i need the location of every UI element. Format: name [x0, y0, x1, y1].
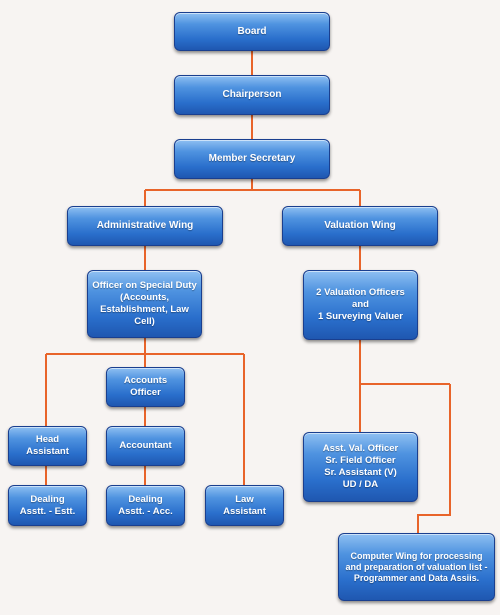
node-valuation-officers: 2 Valuation Officers and 1 Surveying Val…	[303, 270, 418, 340]
node-computer-wing: Computer Wing for processing and prepara…	[338, 533, 495, 601]
node-accounts-officer: Accounts Officer	[106, 367, 185, 407]
node-dealing-estt: Dealing Asstt. - Estt.	[8, 485, 87, 526]
node-member-secretary: Member Secretary	[174, 139, 330, 179]
edge-branch-computer-wing	[417, 384, 451, 533]
node-board: Board	[174, 12, 330, 51]
edge-osd-split	[46, 338, 244, 355]
node-accountant: Accountant	[106, 426, 185, 466]
node-asst-val-officer: Asst. Val. Officer Sr. Field Officer Sr.…	[303, 432, 418, 502]
node-chairperson: Chairperson	[174, 75, 330, 115]
node-valuation-wing: Valuation Wing	[282, 206, 438, 246]
edge-secretary-branch	[145, 179, 360, 191]
node-officer-special-duty: Officer on Special Duty (Accounts, Estab…	[87, 270, 202, 338]
node-administrative-wing: Administrative Wing	[67, 206, 223, 246]
node-law-assistant: Law Assistant	[205, 485, 284, 526]
node-head-assistant: Head Assistant	[8, 426, 87, 466]
node-dealing-acc: Dealing Asstt. - Acc.	[106, 485, 185, 526]
edge-valofficers-branch	[359, 340, 450, 385]
